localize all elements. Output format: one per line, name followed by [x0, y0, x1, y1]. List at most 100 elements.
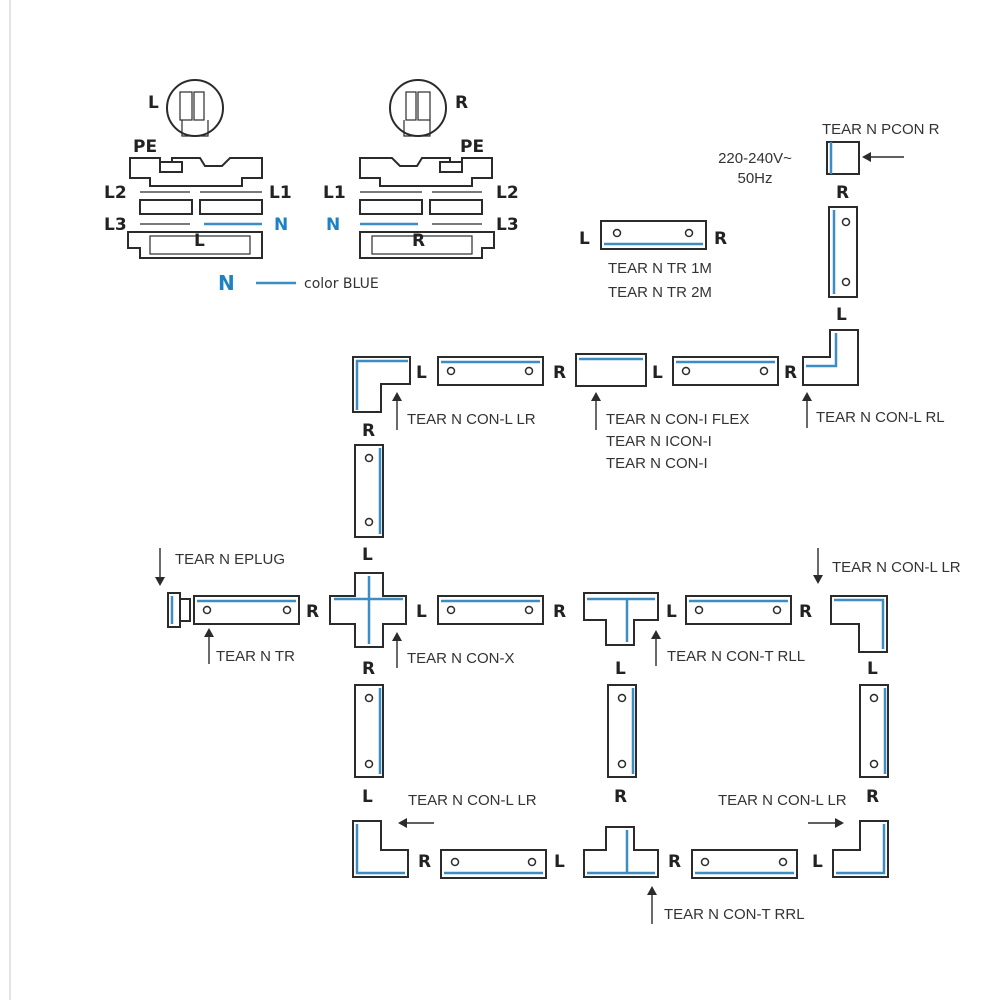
- l1-label-right: L1: [323, 183, 346, 203]
- track-legend: L R TEAR N TR 1M TEAR N TR 2M: [579, 220, 727, 301]
- lower-verticals: R L L R L R: [354, 659, 889, 807]
- plug-circle-left: [166, 79, 224, 137]
- track-hole: [446, 366, 456, 376]
- label-con-l-lr-bottom-left: TEAR N CON-L LR: [408, 792, 537, 809]
- pcon-r-marker: R: [836, 183, 849, 203]
- track-hole: [681, 366, 691, 376]
- n-label-right: N: [326, 215, 340, 235]
- label-con-x: TEAR N CON-X: [407, 650, 515, 667]
- plug-pin-right: [405, 91, 417, 121]
- marker-r: R: [784, 363, 797, 383]
- rail-channel-right: [371, 235, 473, 255]
- marker-l: L: [416, 363, 427, 383]
- label-con-l-lr-top: TEAR N CON-L LR: [407, 411, 536, 428]
- track-hole: [869, 759, 879, 769]
- track-legend-l: L: [579, 229, 590, 249]
- plug-pin-left-2: [193, 91, 205, 121]
- marker-l: L: [867, 659, 878, 679]
- marker-l: L: [362, 787, 373, 807]
- marker-r: R: [362, 659, 375, 679]
- track-hole: [446, 605, 456, 615]
- frequency-label: 50Hz: [737, 170, 772, 187]
- rail-block-left-b: [199, 199, 263, 215]
- con-l-top-left: [352, 356, 411, 413]
- track-hole: [364, 453, 374, 463]
- plug-base-right: [403, 120, 431, 137]
- track-hole: [694, 605, 704, 615]
- neutral-legend: N color BLUE: [218, 271, 379, 295]
- track-hole: [772, 605, 782, 615]
- arrowhead: [398, 818, 407, 828]
- arrowhead: [835, 818, 844, 828]
- l1-label-left: L1: [269, 183, 292, 203]
- track-hole: [524, 605, 534, 615]
- power-feed: TEAR N PCON R 220-240V~ 50Hz R L: [718, 121, 940, 325]
- marker-r: R: [668, 852, 681, 872]
- track-legend-2m: TEAR N TR 2M: [608, 284, 712, 301]
- con-t-rll: [583, 592, 659, 646]
- arrowhead: [647, 886, 657, 895]
- bottom-row: TEAR N CON-L LR R L TEAR N CON-T RRL R L…: [352, 792, 889, 924]
- arrowhead: [392, 392, 402, 401]
- track-hole: [202, 605, 212, 615]
- rail-body-top-left: [129, 157, 263, 187]
- right-top-label: R: [455, 93, 468, 113]
- track-hole: [869, 693, 879, 703]
- arrowhead: [802, 392, 812, 401]
- rail-block-left-a: [139, 199, 193, 215]
- track-hole: [617, 693, 627, 703]
- rail-body-bottom-right: [359, 231, 495, 259]
- wiring-diagram-left: L PE L2 L1 L3 N L: [104, 79, 292, 259]
- l3-label-right: L3: [496, 215, 519, 235]
- wiring-diagram-right: R PE L1 L2 N L3 R: [323, 79, 519, 259]
- plug-pin-right-2: [417, 91, 431, 121]
- track-l-marker: L: [836, 305, 847, 325]
- track-hole: [778, 857, 788, 867]
- track-legend-r: R: [714, 229, 727, 249]
- track-hole: [364, 517, 374, 527]
- con-l-bottom-left: [352, 820, 409, 878]
- rail-body-bottom-left: [127, 231, 263, 259]
- track-hole: [617, 759, 627, 769]
- middle-row: TEAR N EPLUG R TEAR N TR TEAR N CON-X L …: [155, 548, 961, 668]
- label-con-t-rll: TEAR N CON-T RLL: [667, 648, 805, 665]
- marker-r: R: [553, 602, 566, 622]
- con-l-bottom-right-blue: [836, 824, 886, 875]
- arrowhead: [204, 628, 214, 637]
- marker-l: L: [416, 602, 427, 622]
- pcon-box: [826, 141, 860, 175]
- arrowhead: [813, 575, 823, 584]
- label-con-l-rl: TEAR N CON-L RL: [816, 409, 945, 426]
- arrowhead: [591, 392, 601, 401]
- marker-l: L: [652, 363, 663, 383]
- track-legend-1m: TEAR N TR 1M: [608, 260, 712, 277]
- rail-body-top-right: [359, 157, 493, 187]
- con-l-top-right: [802, 329, 859, 386]
- marker-r: R: [418, 852, 431, 872]
- pcon-arrowhead: [862, 152, 871, 162]
- rail-channel-left: [149, 235, 251, 255]
- rail-block-right-b: [429, 199, 483, 215]
- legend-n-label: N: [218, 271, 235, 295]
- rail-block-right-a: [359, 199, 423, 215]
- eplug-cap: [167, 592, 181, 628]
- marker-l: L: [362, 545, 373, 565]
- track-hole: [700, 857, 710, 867]
- arrowhead: [651, 630, 661, 639]
- legend-color-text: color BLUE: [304, 276, 379, 292]
- track-hole: [282, 605, 292, 615]
- marker-r: R: [866, 787, 879, 807]
- pe-label-left: PE: [133, 137, 157, 157]
- label-con-i: TEAR N CON-I: [606, 455, 708, 472]
- pcon-label: TEAR N PCON R: [822, 121, 940, 138]
- marker-r: R: [614, 787, 627, 807]
- eplug-tab: [179, 598, 191, 622]
- track-hole: [759, 366, 769, 376]
- pe-contact-right: [439, 161, 463, 173]
- label-tr: TEAR N TR: [216, 648, 295, 665]
- plug-pin-left: [179, 91, 193, 121]
- track-hole: [841, 277, 851, 287]
- con-l-top-left-blue: [355, 359, 408, 410]
- track-hole: [450, 857, 460, 867]
- left-top-label: L: [148, 93, 159, 113]
